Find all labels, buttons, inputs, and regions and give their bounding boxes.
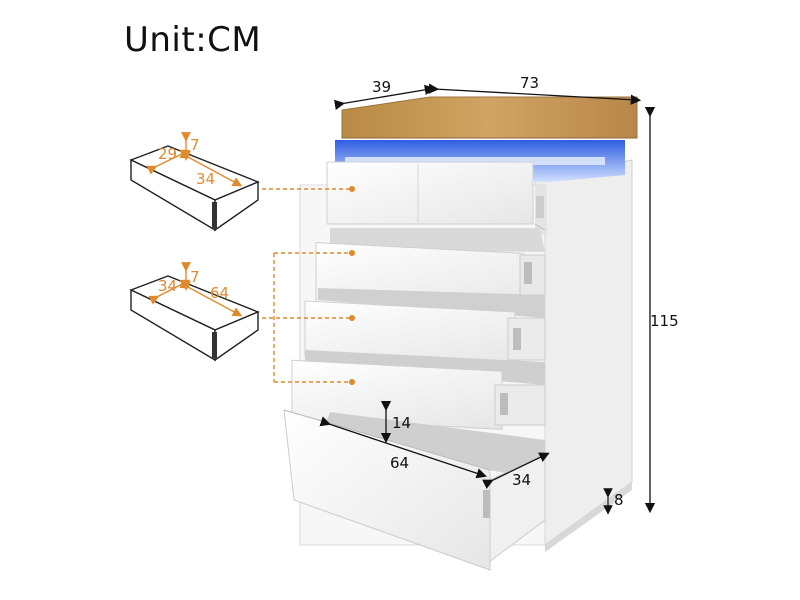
large-drawer-diagram: 34 7 64	[129, 262, 260, 362]
svg-text:14: 14	[392, 414, 411, 432]
dim-top-width: 73	[428, 74, 642, 105]
svg-text:34: 34	[158, 277, 177, 295]
dim-drawer-inner-width: 64	[319, 416, 487, 479]
dim-drawer-inner-depth: 34	[482, 452, 550, 489]
svg-text:115: 115	[650, 312, 679, 330]
dim-top-depth: 39	[334, 78, 436, 110]
svg-text:34: 34	[196, 170, 215, 188]
dim-height: 115	[644, 106, 679, 514]
svg-text:7: 7	[190, 136, 200, 154]
connector-drawers-2-4	[262, 252, 350, 383]
svg-text:64: 64	[210, 284, 229, 302]
drawer-1	[326, 161, 547, 235]
svg-text:29: 29	[158, 145, 177, 163]
unit-label: Unit:CM	[124, 20, 262, 60]
drawer-3	[304, 288, 546, 368]
svg-text:39: 39	[372, 78, 391, 96]
svg-text:7: 7	[190, 268, 200, 286]
svg-text:8: 8	[614, 491, 624, 509]
wood-top	[341, 96, 638, 139]
small-drawer-diagram: 29 7 34	[129, 132, 260, 232]
drawer-4	[291, 350, 546, 430]
svg-text:73: 73	[520, 74, 539, 92]
svg-text:34: 34	[512, 471, 531, 489]
svg-text:64: 64	[390, 454, 409, 472]
dim-leg-height: 8	[603, 488, 624, 515]
